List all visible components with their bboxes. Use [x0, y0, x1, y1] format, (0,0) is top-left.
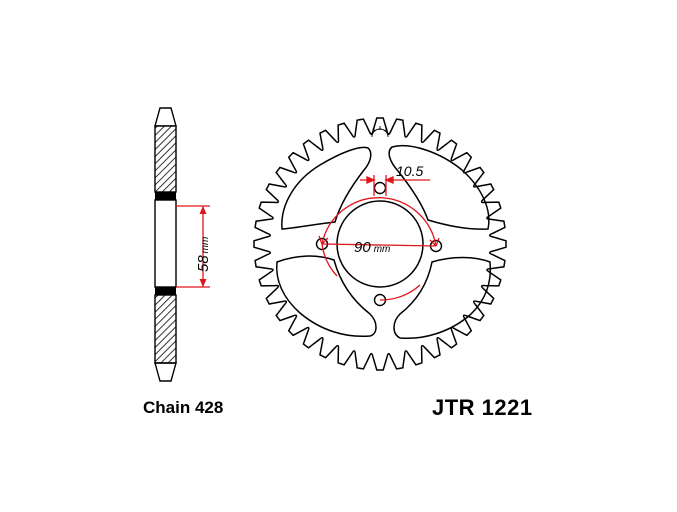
bolt-circle-arc [321, 197, 437, 247]
side-view-tooth-top [154, 107, 177, 127]
side-view-lower-band [155, 287, 176, 295]
bolt-circle-dimension [318, 197, 440, 301]
side-view-tooth-bottom [154, 362, 177, 382]
lightening-window-top-left [281, 146, 372, 230]
side-view-upper-hatch [154, 125, 177, 193]
chain-size-label: Chain 428 [143, 398, 224, 417]
side-view [154, 107, 177, 382]
lightening-window-top-right [388, 145, 490, 230]
hole-dimension-label: 10.5 [396, 163, 423, 179]
bolt-hole-top [373, 181, 387, 195]
side-view-hub [154, 199, 177, 288]
part-number-label: JTR 1221 [432, 395, 533, 420]
hole-dimension [360, 175, 430, 196]
bolt-circle-arc-lower [321, 243, 338, 277]
lightening-window-bottom-left [275, 255, 377, 338]
lightening-window-bottom-right [393, 256, 492, 340]
sprocket-outline [253, 117, 507, 371]
width-dimension-label: 58mm [195, 237, 212, 272]
sun-logo [368, 126, 392, 138]
width-dimension: 58mm [176, 205, 212, 288]
side-view-lower-hatch [154, 294, 177, 364]
side-view-upper-band [155, 192, 176, 200]
